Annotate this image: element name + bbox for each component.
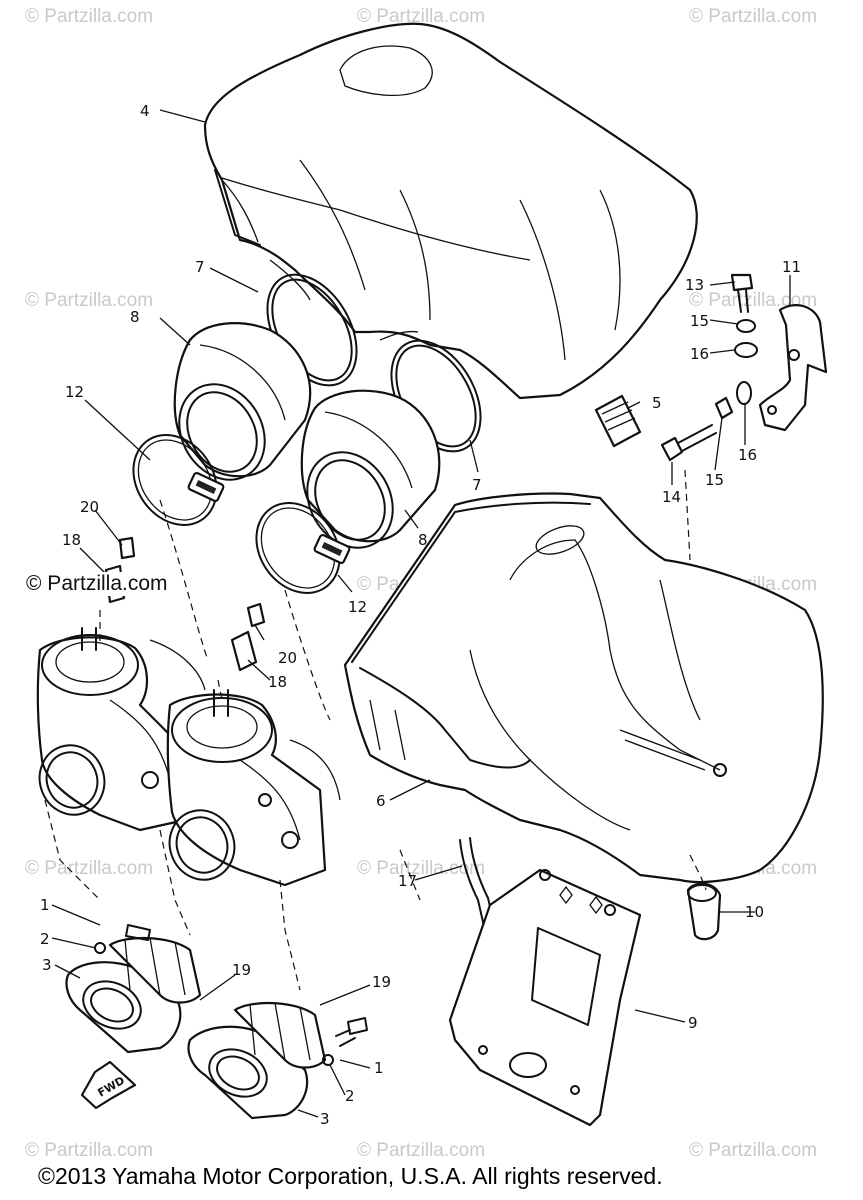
watermark: © Partzilla.com — [689, 1140, 818, 1161]
fwd-arrow: FWD — [80, 1060, 137, 1110]
watermark: © Partzilla.com — [357, 1140, 486, 1161]
callout-2: 2 — [40, 930, 50, 948]
callout-7: 7 — [195, 258, 205, 276]
callout-3: 3 — [42, 956, 52, 974]
callout-18: 18 — [268, 673, 287, 691]
watermark-dark: © Partzilla.com — [24, 572, 170, 596]
leader-lines — [51, 109, 791, 1118]
callout-13: 13 — [685, 276, 704, 294]
air-cleaner-cover — [203, 22, 698, 400]
callout-8: 8 — [418, 531, 428, 549]
callout-8: 8 — [130, 308, 140, 326]
bottom-plate — [448, 868, 642, 1127]
callout-2: 2 — [345, 1087, 355, 1105]
carburetor-left — [36, 627, 206, 832]
callout-16: 16 — [690, 345, 709, 363]
callout-5: 5 — [652, 394, 662, 412]
fitting-20-left — [118, 536, 136, 560]
watermark: © Partzilla.com — [689, 290, 818, 311]
intake-boot-left — [173, 322, 312, 481]
callout-15: 15 — [690, 312, 709, 330]
washer-16-top — [734, 342, 758, 358]
watermark: © Partzilla.com — [25, 858, 154, 879]
bolt-14 — [660, 424, 717, 462]
hose-clamp-right — [255, 502, 351, 594]
callout-4: 4 — [140, 102, 150, 120]
callout-11: 11 — [782, 258, 801, 276]
callout-3: 3 — [320, 1110, 330, 1128]
bolt-13 — [730, 273, 754, 313]
watermark: © Partzilla.com — [357, 858, 486, 879]
watermark: © Partzilla.com — [689, 6, 818, 27]
callout-19: 19 — [232, 961, 251, 979]
fitting-20-right — [246, 602, 266, 628]
air-cleaner-case — [343, 492, 824, 884]
watermark: © Partzilla.com — [25, 6, 154, 27]
watermark: © Partzilla.com — [25, 290, 154, 311]
callout-7: 7 — [472, 476, 482, 494]
callout-12: 12 — [348, 598, 367, 616]
washer-16 — [736, 381, 752, 405]
hose-clamp-left — [132, 434, 225, 526]
callout-6: 6 — [376, 792, 386, 810]
carburetor-right — [166, 689, 341, 887]
cap-18-right — [230, 630, 258, 672]
clip-part — [594, 394, 642, 448]
hose-17 — [459, 839, 487, 936]
callout-1: 1 — [40, 896, 50, 914]
callout-16: 16 — [738, 446, 757, 464]
callout-9: 9 — [688, 1014, 698, 1032]
callout-14: 14 — [662, 488, 681, 506]
callout-15: 15 — [705, 471, 724, 489]
callout-19: 19 — [372, 973, 391, 991]
nut-15 — [714, 396, 734, 420]
callout-10: 10 — [745, 903, 764, 921]
callout-1: 1 — [374, 1059, 384, 1077]
watermark: © Partzilla.com — [25, 1140, 154, 1161]
intake-boot-right — [300, 389, 441, 549]
bracket — [758, 304, 828, 432]
copyright-text: ©2013 Yamaha Motor Corporation, U.S.A. A… — [38, 1163, 663, 1189]
watermark: © Partzilla.com — [357, 6, 486, 27]
carb-joint-left — [65, 924, 202, 1054]
washer-15-top — [736, 319, 756, 333]
callout-20: 20 — [80, 498, 99, 516]
callout-18: 18 — [62, 531, 81, 549]
callout-12: 12 — [65, 383, 84, 401]
callout-20: 20 — [278, 649, 297, 667]
callout-17: 17 — [398, 872, 417, 890]
